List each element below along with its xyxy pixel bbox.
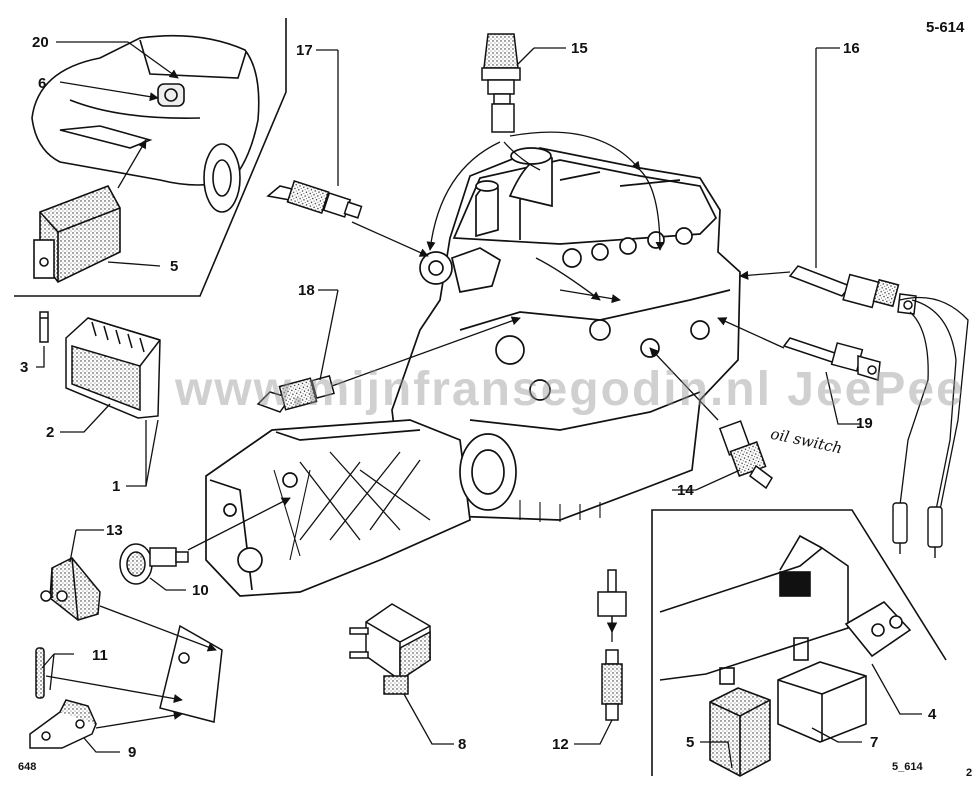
oil-switch-part: [718, 420, 773, 490]
callout-17: 17: [296, 42, 313, 59]
temp-sender-part: [266, 180, 363, 219]
footer-left-code: 648: [18, 761, 37, 773]
callout-13: 13: [106, 522, 123, 539]
pin-11-part: [35, 647, 45, 699]
callout-8: 8: [458, 736, 467, 753]
callout-10: 10: [192, 582, 209, 599]
sensor-wires: [899, 296, 969, 511]
gearbox: [205, 419, 517, 597]
sensor-10-part: [119, 543, 189, 585]
callout-20: 20: [32, 34, 49, 51]
page-ref: 5-614: [926, 19, 965, 36]
callout-19: 19: [856, 415, 873, 432]
callout-5b: 5: [686, 734, 695, 751]
callout-1: 1: [112, 478, 121, 495]
probe-19-part: [782, 337, 881, 381]
watermark: www.mijnfransegodin.nl JeePee: [175, 363, 965, 416]
fuse-box-part: [39, 311, 161, 419]
callout-15: 15: [571, 40, 588, 57]
connector-12-part: [597, 569, 627, 721]
callout-16: 16: [843, 40, 860, 57]
car-inset: [14, 18, 287, 297]
callout-12: 12: [552, 736, 569, 753]
callout-4: 4: [928, 706, 937, 723]
callout-7: 7: [870, 734, 879, 751]
footer-mid-code: 5_614: [892, 761, 923, 773]
callout-3: 3: [20, 359, 29, 376]
top-sender-part: [481, 33, 521, 133]
relay-inset: [651, 509, 947, 777]
callout-2: 2: [46, 424, 55, 441]
callout-9: 9: [128, 744, 137, 761]
mount-9-part: [29, 699, 97, 749]
footer-page-number: 2: [966, 767, 973, 779]
callout-18: 18: [298, 282, 315, 299]
callout-11: 11: [92, 647, 108, 664]
callout-14: 14: [677, 482, 694, 499]
relay-13-part: [40, 557, 101, 621]
probe-sensor-part: [788, 265, 917, 315]
callout-6: 6: [38, 75, 47, 92]
relay-8-part: [349, 603, 431, 695]
callout-5a: 5: [170, 258, 179, 275]
